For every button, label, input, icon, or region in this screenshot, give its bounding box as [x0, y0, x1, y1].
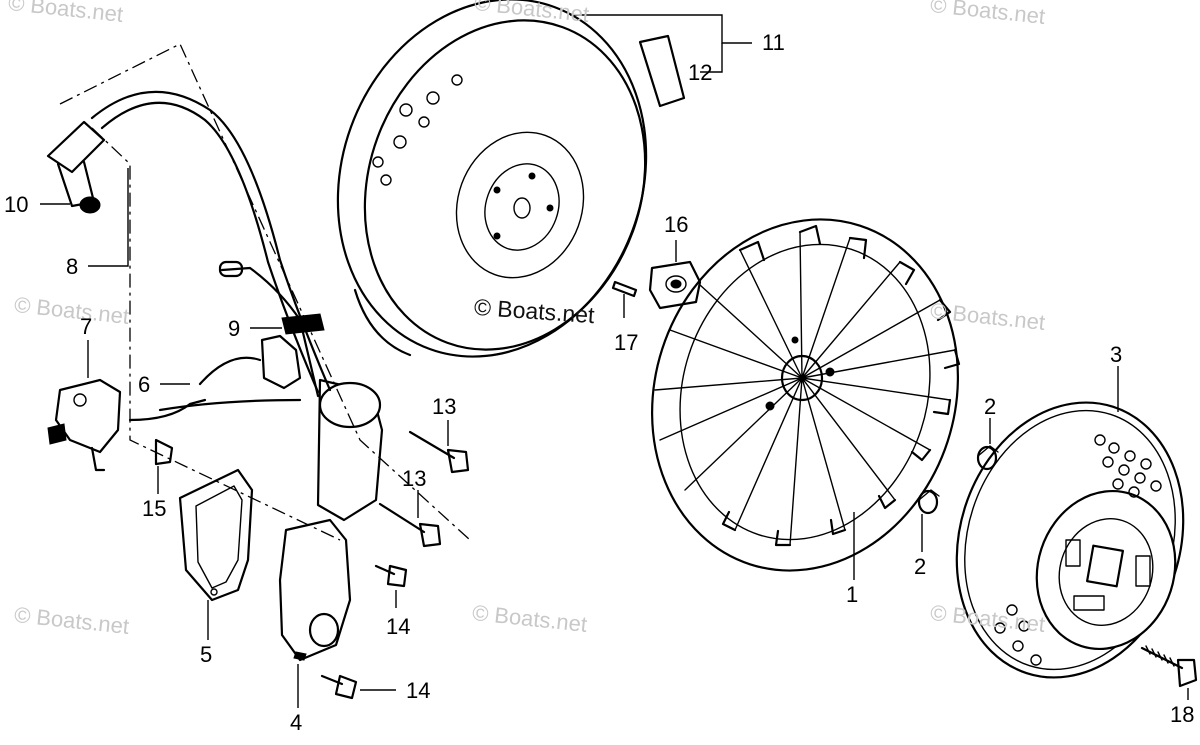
callout-7: 7 [80, 314, 93, 339]
flywheel-key-part-12 [638, 34, 686, 108]
spark-plug-cap-part-10 [46, 120, 106, 214]
callout-11: 11 [762, 30, 785, 55]
callout-4: 4 [290, 710, 303, 735]
bolt-part-14-lower [320, 674, 358, 700]
reference-line-b [91, 127, 341, 541]
ignition-coil-part-4 [278, 378, 384, 662]
flywheel-part-11 [336, 0, 648, 358]
callout-3: 3 [1110, 342, 1123, 367]
callout-13-upper: 13 [432, 394, 457, 419]
cooling-fan-part-1 [651, 218, 961, 572]
screw-part-15 [154, 438, 174, 466]
stop-switch-part-7 [47, 378, 122, 472]
dowel-pin-part-2-upper [976, 445, 999, 471]
bolt-part-13-lower [378, 502, 442, 548]
wire-clamp-part-9 [218, 260, 325, 398]
callout-12: 12 [688, 60, 713, 85]
bolt-part-13-upper [408, 430, 470, 474]
callout-2-upper: 2 [984, 394, 997, 419]
flange-nut-part-16 [648, 260, 702, 310]
callout-18: 18 [1170, 702, 1195, 727]
washer-part-17 [611, 280, 638, 298]
callout-6: 6 [138, 372, 151, 397]
gasket-part-5 [178, 468, 254, 602]
callout-1: 1 [846, 582, 859, 607]
callout-15: 15 [142, 496, 167, 521]
callout-14-upper: 14 [386, 614, 411, 639]
callout-16: 16 [664, 212, 689, 237]
bolt-part-14-upper [374, 564, 408, 588]
bolt-part-18 [1140, 645, 1198, 688]
callout-5: 5 [200, 642, 213, 667]
callout-8: 8 [66, 254, 79, 279]
leader-12 [700, 43, 723, 73]
callout-14-lower: 14 [406, 678, 431, 703]
condenser-part-6 [128, 334, 302, 422]
callout-10: 10 [4, 192, 29, 217]
callout-9: 9 [228, 316, 241, 341]
callout-2-lower: 2 [914, 554, 927, 579]
leader-8 [88, 168, 129, 267]
leader-11 [570, 14, 752, 44]
dowel-pin-part-2-lower [917, 489, 940, 515]
callout-17: 17 [614, 330, 639, 355]
reference-line-a [59, 43, 471, 541]
starter-pulley-part-3 [955, 401, 1185, 679]
pulley-holes [994, 434, 1162, 666]
callout-13-lower: 13 [402, 466, 427, 491]
